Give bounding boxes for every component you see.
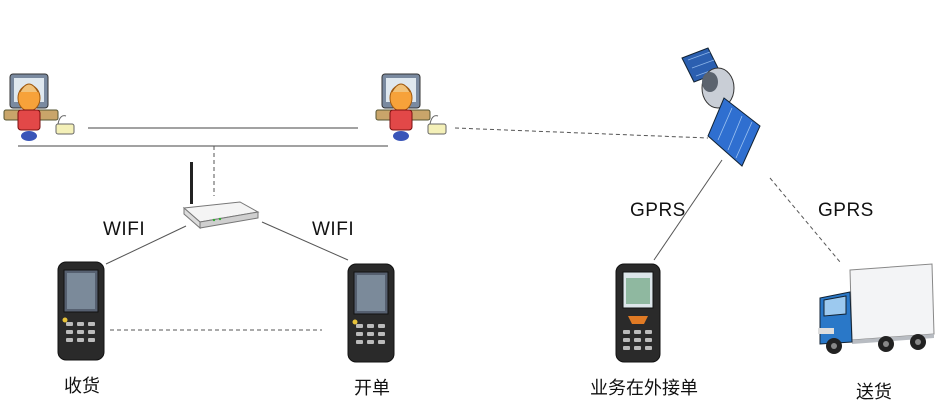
wifi-router-icon bbox=[182, 162, 260, 230]
delivery-truck-icon bbox=[818, 263, 935, 354]
caption-open-order: 开单 bbox=[354, 378, 390, 399]
satellite-icon bbox=[681, 47, 761, 167]
handheld-terminal-icon bbox=[347, 263, 395, 363]
wifi-link-right bbox=[261, 221, 349, 261]
wifi-link-left bbox=[105, 225, 187, 265]
office-pc-icon bbox=[375, 73, 447, 141]
caption-receive: 收货 bbox=[64, 376, 100, 397]
gprs-label-left: GPRS bbox=[630, 200, 686, 221]
caption-delivery: 送货 bbox=[856, 382, 892, 400]
gprs-link-right bbox=[769, 177, 841, 263]
gprs-link-left bbox=[653, 159, 723, 261]
office-pc-icon bbox=[3, 73, 75, 141]
handheld-terminal-icon bbox=[57, 261, 105, 361]
wifi-label-right: WIFI bbox=[312, 219, 355, 240]
satellite-link bbox=[454, 127, 709, 139]
wifi-label-left: WIFI bbox=[103, 219, 146, 240]
handheld-terminal-icon bbox=[615, 263, 661, 363]
caption-field-order: 业务在外接单 bbox=[590, 378, 698, 399]
gprs-label-right: GPRS bbox=[818, 200, 874, 221]
